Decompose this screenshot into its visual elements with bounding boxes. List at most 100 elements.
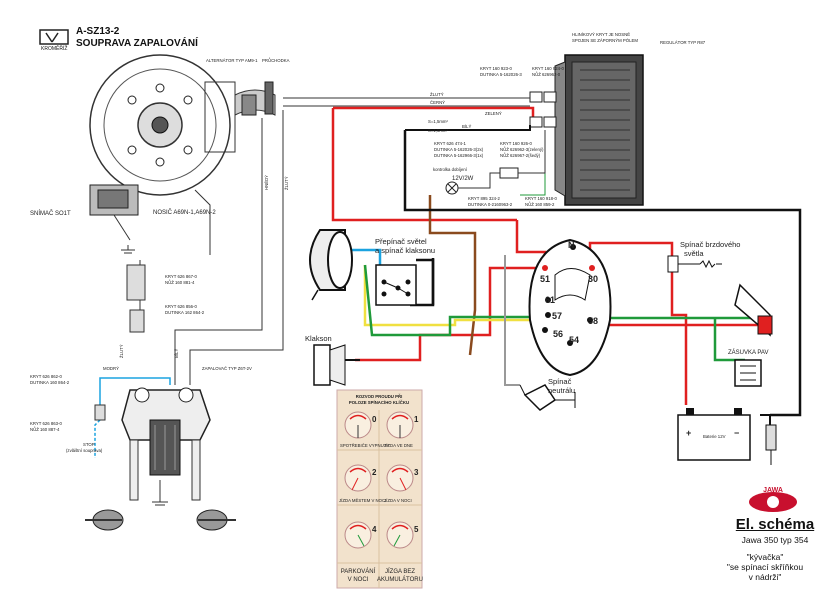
key-bottom-left-1: PARKOVÁNÍ [341,568,376,575]
headlight [309,229,353,301]
term-54: 54 [569,335,579,345]
bracket-label: NOSIČ A69N-1,A69N-2 [153,209,216,216]
horn-label: Klakson [305,334,332,343]
vap-logo [39,29,69,45]
term-30: 30 [588,274,598,284]
brake-switch [667,255,722,273]
grommet-label: PRŮCHODKA [262,58,290,63]
key-cell-caption-4: JÍZDA V NOCI [384,498,412,503]
key-cell-num-4: 4 [372,525,377,534]
jawa-logo [749,492,797,512]
conn-a1: KRYT 160 923-0 [480,66,512,71]
light-switch-label-1: Přepínač světel [375,237,427,246]
light-switch [375,258,435,306]
term-51: 51 [540,274,550,284]
wire-red-battery [670,272,688,405]
cerny-label: ČERNÝ [430,100,445,105]
key-cell-num-1: 1 [414,415,419,424]
ignition-unit [85,387,236,531]
socket-label: ZÁSUVKA PAV [728,349,768,356]
term-58: 58 [588,316,598,326]
stop-label: STOP [83,442,95,447]
wire-grey [504,255,520,386]
alternator [89,54,276,196]
conn-d1: KRYT 160 926-0 [500,141,532,146]
conn-a2: DUTINKA 5-162026-3 [480,72,522,77]
heatsink-1: HLINÍKOVÝ KRYT JE NOSNĚ [572,32,630,37]
key-cell-num-5: 5 [414,525,419,534]
covers-4: KRYT 626 863-0 [30,421,62,426]
diagram-model: Jawa 350 typ 354 [741,535,809,545]
wire-black-top [403,130,802,417]
key-cell-num-3: 3 [414,468,419,477]
sensor-module [89,184,139,241]
key-cell-caption-3: JÍZDA MĚSTEM V NOCI [339,498,386,503]
key-switch [528,238,612,377]
covers-3: KRYT 626 862-0 [30,374,62,379]
battery-label: Baterie 12V [703,434,726,439]
wire-green-top [520,130,546,196]
key-bottom-right-2: AKUMULÁTORU [377,576,423,583]
key-cell-num-0: 0 [372,415,377,424]
sensor-label: SNÍMAČ SO1T [30,210,71,217]
conn-c3: DUTINKA 5-162966-3(1x) [434,153,484,158]
horn [313,344,360,386]
key-cell-caption-2: JÍZDA VE DNE [384,443,413,448]
key-panel [336,389,423,589]
covers-4b: NŮŽ 160 887-4 [30,427,60,432]
key-panel-title-1: ROZVOD PROUDU PŘI [356,394,403,399]
light-switch-label-2: a spínač klaksonu [375,246,435,255]
conn-d3: NŮŽ 626967-2(šedý) [500,153,541,158]
neutral-switch [519,384,576,411]
tail-light [734,283,773,337]
battery [677,408,777,465]
conn-b2: NŮŽ 626962-0 [532,72,561,77]
conn-f1: KRYT 160 918-0 [525,196,557,201]
battery-minus: − [734,428,739,438]
zluty-label: ŽLUTÝ [119,344,124,358]
wire-red-left [355,266,545,362]
diagram-note-2: "se spínací skříňkou [726,562,804,572]
zluty2-label: ŽLUTÝ [284,176,289,190]
stop-sub-label: (zvláštní souprava) [66,448,103,453]
conn-c2: DUTINKA 5-162026-3(2x) [434,147,484,152]
term-61: 61 [545,295,555,305]
key-bottom-right-1: JÍZGA BEZ [385,568,415,575]
wire-blue-ign [99,377,171,405]
lamp-rating: 12V/2W [452,176,474,182]
zeleny-label: ZELENÝ [485,111,502,116]
regulator-label: REGULÁTOR TYP R87 [660,40,706,45]
battery-plus: + [686,428,691,438]
conn-b1: KRYT 160 924-0 [532,66,564,71]
heatsink-2: SPOJEN SE ZÁPORNÝM PÓLEM [572,38,638,43]
modry-label: MODRÝ [103,366,119,371]
key-cell-caption-1: SPOTŘEBIČE VYPNUTY [340,443,389,448]
kit-title: SOUPRAVA ZAPALOVÁNÍ [76,38,198,49]
term-56: 56 [553,329,563,339]
neutral-label-1: Spínač [548,377,572,386]
term-N: N [568,240,575,250]
covers-2: KRYT 626 856-0 [165,304,197,309]
brake-label-2: světla [684,249,704,258]
conn-e2: DUTINKA 0-2160963-2 [468,202,513,207]
term-57: 57 [552,311,562,321]
lamp-label: kontrolka dobíjení [433,167,468,172]
wire-red-brake [588,268,760,327]
wire-brown [428,195,477,356]
wire-red-top [333,106,535,117]
key-panel-title-2: POLOZE SPÍNACÍHO KLÍČKU [349,400,409,405]
zluty3-label: ŽLUTÝ [430,92,444,97]
conn-c1: KRYT 626 474-1 [434,141,466,146]
neutral-label-2: neutrálu [548,386,575,395]
cable1-label: S=1,5mm² [428,119,449,124]
diagram-note-3: v nádrži" [748,572,782,582]
covers-2b: DUTINKA 162 864-2 [165,310,205,315]
brake-label-1: Spínač brzdového [680,240,740,249]
diagram-note-1: "kývačka" [746,552,784,562]
alternator-label: ALTERNÁTOR TYP AM9-1 [206,58,258,63]
jawa-brand: JAWA [763,487,783,494]
key-bottom-left-2: V NOCI [348,577,369,583]
hnedy-label: HNĚDÝ [264,175,269,190]
